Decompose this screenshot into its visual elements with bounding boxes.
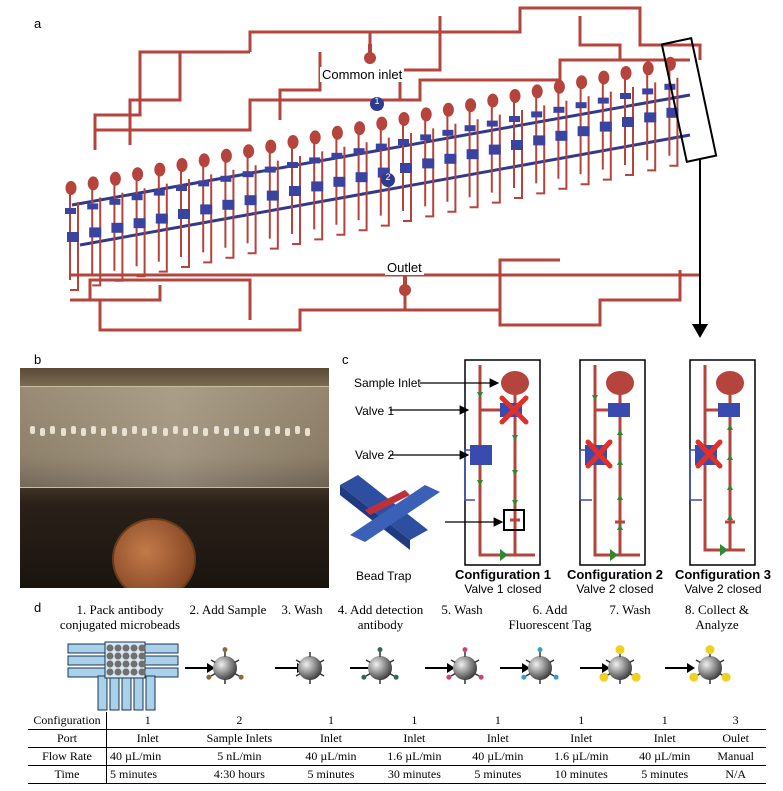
step-8-label: 8. Collect & Analyze [685,602,749,632]
panel-b-letter: b [34,352,42,367]
table-cell: N/A [705,765,766,784]
table-cell: 40 µL/min [290,747,372,766]
table-cell: 3 [705,712,766,730]
config-2-caption: Configuration 2 Valve 2 closed [566,567,664,596]
step-4-label: 4. Add detection antibody [337,602,424,632]
common-inlet-label: Common inlet [320,67,405,82]
penny-coin [112,518,196,588]
row-header: Flow Rate [28,747,107,766]
step-3-label: 3. Wash [281,602,323,617]
config-3-caption: Configuration 3 Valve 2 closed [674,567,772,596]
table-cell: 40 µL/min [457,747,539,766]
table-cell: 1 [457,712,539,730]
table-cell: 1 [538,712,625,730]
row-header: Port [28,729,107,748]
row-header: Configuration [28,712,107,730]
device-photo [20,368,329,588]
table-cell: 40 µL/min [624,747,706,766]
table-cell: Inlet [457,729,539,748]
step-6-label: 6. Add Fluorescent Tag [508,602,592,632]
table-cell: Inlet [106,729,189,748]
table-cell: 5 minutes [106,765,189,784]
step-5-label: 5. Wash [441,602,483,617]
assay-steps-illustration [67,641,731,711]
valve-2-label: Valve 2 [355,448,395,462]
table-cell: 1 [290,712,372,730]
step-2-label: 2. Add Sample [189,602,267,617]
table-cell: 2 [188,712,291,730]
valve-1-label: Valve 1 [355,404,395,418]
table-cell: 5 minutes [624,765,706,784]
table-cell: 5 minutes [457,765,539,784]
table-cell: 40 µL/min [106,747,189,766]
table-cell: Inlet [371,729,458,748]
table-cell: 4:30 hours [188,765,291,784]
table-cell: 1.6 µL/min [538,747,625,766]
table-cell: 10 minutes [538,765,625,784]
step-1-label: 1. Pack antibody conjugated microbeads [59,602,181,632]
config-1-caption: Configuration 1 Valve 1 closed [454,567,552,596]
sample-inlet-label: Sample Inlet [354,376,421,390]
table-cell: 1 [371,712,458,730]
row-header: Time [28,765,107,784]
chip-layout-diagram [65,6,718,338]
panel-c-letter: c [342,352,349,367]
table-cell: Manual [705,747,766,766]
panel-d-letter: d [34,600,42,615]
table-cell: 1 [106,712,189,730]
table-cell: Inlet [538,729,625,748]
panel-a-letter: a [34,16,42,31]
step-7-label: 7. Wash [609,602,651,617]
table-cell: Inlet [624,729,706,748]
configuration-diagrams [340,359,756,566]
table-cell: 1.6 µL/min [371,747,458,766]
table-cell: 5 minutes [290,765,372,784]
table-cell: Inlet [290,729,372,748]
bead-trap-label: Bead Trap [356,569,412,583]
table-cell: 30 minutes [371,765,458,784]
valve-badge-1: 1 [374,96,380,106]
outlet-label: Outlet [385,260,424,275]
table-cell: 5 nL/min [188,747,291,766]
table-cell: Oulet [705,729,766,748]
bead-trap-icon [340,475,440,550]
valve-badge-2: 2 [385,172,391,182]
table-cell: Sample Inlets [188,729,291,748]
table-cell: 1 [624,712,706,730]
